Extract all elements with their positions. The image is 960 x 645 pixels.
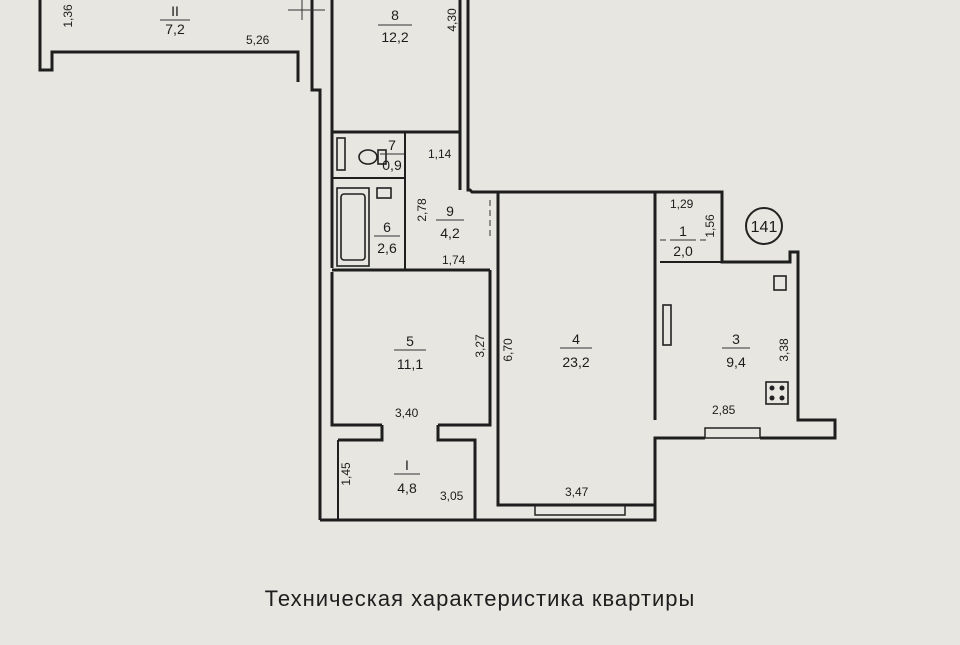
- radiator-wc: [336, 137, 346, 171]
- bathtub-inner-icon: [340, 193, 366, 261]
- sink-icon: [376, 187, 392, 199]
- room-number: I: [405, 457, 409, 473]
- wall-room5-left: [330, 272, 382, 427]
- room-1: 1 2,0: [670, 223, 696, 259]
- stove-burner-icon: [769, 385, 775, 391]
- dim-3-40: 3,40: [395, 406, 419, 420]
- room-number: 6: [383, 219, 391, 235]
- dim-1-29: 1,29: [670, 197, 694, 211]
- room-7: 7 0,9: [380, 137, 404, 173]
- apartment-number: 141: [751, 219, 778, 236]
- toilet-icon: [358, 149, 378, 165]
- room-8: 8 12,2: [378, 7, 412, 45]
- dim-3-27: 3,27: [473, 334, 487, 358]
- window-room4: [534, 504, 626, 516]
- dim-1-36: 1,36: [61, 4, 75, 28]
- room-area: 23,2: [562, 354, 589, 370]
- dim-2-85: 2,85: [712, 403, 736, 417]
- apartment-number-badge: 141: [745, 207, 783, 245]
- room-area: 0,9: [382, 157, 402, 173]
- apartment-badge-circle: [745, 207, 783, 245]
- toilet-tank-icon: [377, 149, 387, 165]
- room-4: 4 23,2: [560, 331, 592, 370]
- room-area: 2,6: [377, 240, 397, 256]
- wall-kitchen: [655, 190, 837, 440]
- dimension-labels: 1,36 5,26 4,30 1,14 2,78 1,74 1,29 1,56 …: [61, 4, 791, 503]
- dim-3-05: 3,05: [440, 489, 464, 503]
- room-5: 5 11,1: [394, 333, 426, 372]
- dim-4-30: 4,30: [445, 8, 459, 32]
- dim-1-14: 1,14: [428, 147, 452, 161]
- dim-3-47: 3,47: [565, 485, 589, 499]
- sink-kitchen-icon: [773, 275, 787, 291]
- wall-entrance-right: [436, 425, 477, 520]
- room-area: 11,1: [397, 356, 423, 372]
- room-number: 1: [679, 223, 687, 239]
- room-9: 9 4,2: [436, 203, 464, 241]
- room-area: 4,2: [440, 225, 460, 241]
- room-area: 12,2: [381, 29, 408, 45]
- room-labels: II 7,2 8 12,2 7 0,9 6 2,6 9 4,2 5 11,1: [160, 3, 750, 496]
- stove-burner-icon: [779, 385, 785, 391]
- window-room3: [704, 427, 761, 439]
- wall-balcony: [38, 0, 300, 82]
- room-number: 4: [572, 331, 580, 347]
- dim-5-26: 5,26: [246, 33, 270, 47]
- room-I: I 4,8: [394, 457, 420, 496]
- stove-icon: [765, 381, 789, 405]
- dim-1-45: 1,45: [339, 462, 353, 486]
- radiator-kitchen: [662, 304, 672, 346]
- wall-entrance-left: [338, 425, 384, 442]
- dim-2-78: 2,78: [415, 198, 429, 222]
- room-number: 8: [391, 7, 399, 23]
- bathtub-icon: [336, 187, 370, 267]
- wall-room5-right: [438, 270, 492, 427]
- room-number: 5: [406, 333, 414, 349]
- footer-title: Техническая характеристика квартиры: [264, 586, 696, 611]
- room-area: 4,8: [397, 480, 417, 496]
- room-number: 7: [388, 137, 396, 153]
- room-area: 7,2: [165, 21, 185, 37]
- room-6: 6 2,6: [374, 219, 400, 256]
- fixtures: [336, 137, 789, 405]
- wall-left-outer: [310, 0, 322, 520]
- stove-burner-icon: [769, 395, 775, 401]
- room-number: 9: [446, 203, 454, 219]
- room-number: 3: [732, 331, 740, 347]
- walls: [38, 0, 837, 522]
- dim-1-56: 1,56: [703, 214, 717, 238]
- room-area: 2,0: [673, 243, 693, 259]
- dim-1-74: 1,74: [442, 253, 466, 267]
- dim-6-70: 6,70: [501, 338, 515, 362]
- wall-corridor-top: [466, 0, 655, 194]
- room-number: II: [171, 3, 179, 19]
- wall-bottom-right: [473, 436, 705, 522]
- room-area: 9,4: [726, 354, 746, 370]
- room-3: 3 9,4: [722, 331, 750, 370]
- room-II: II 7,2: [160, 3, 190, 37]
- dim-3-38: 3,38: [777, 338, 791, 362]
- stove-burner-icon: [779, 395, 785, 401]
